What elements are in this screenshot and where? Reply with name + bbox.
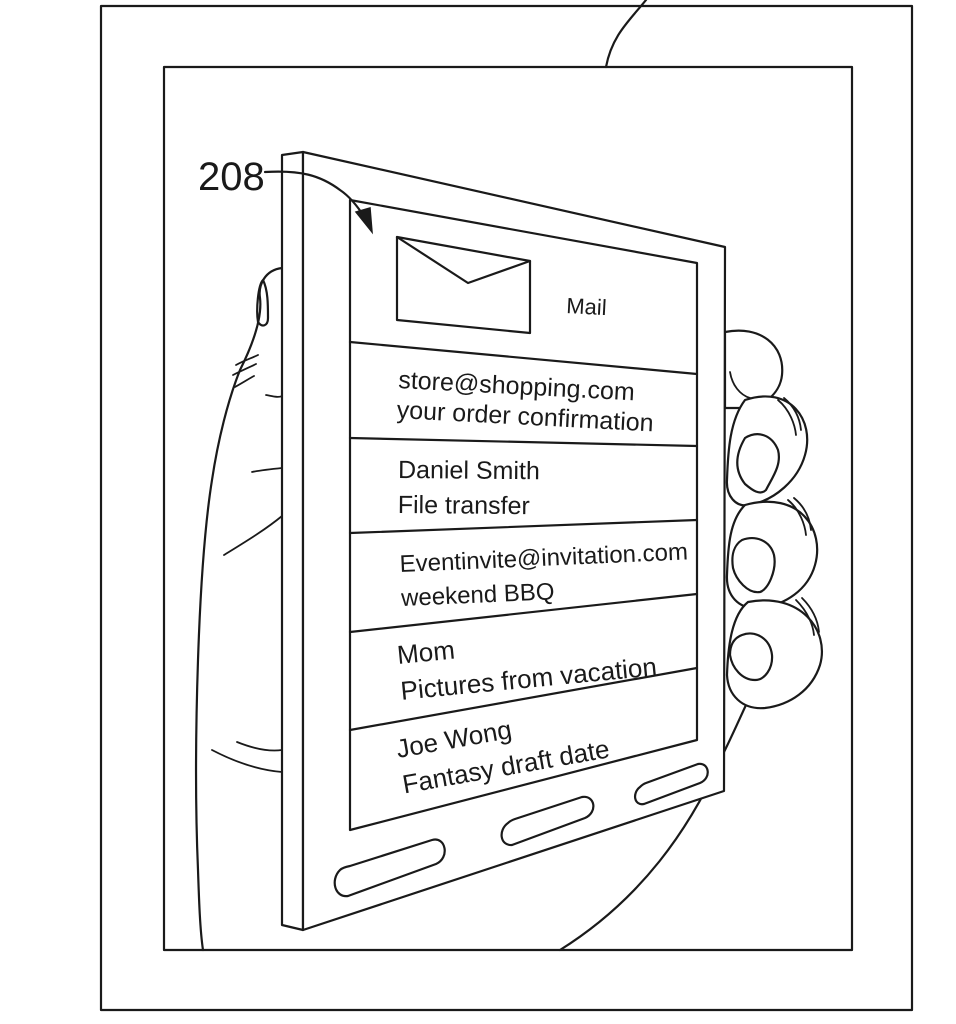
device-side-edge [280, 150, 305, 932]
ring-finger [725, 500, 819, 610]
envelope-icon[interactable] [395, 235, 532, 335]
row-divider [348, 436, 699, 448]
outer-lead-line [604, 0, 648, 69]
reference-numeral: 208 [198, 155, 265, 199]
thumb-nail [256, 278, 270, 327]
app-title: Mail [566, 293, 608, 320]
palm-outline [195, 266, 284, 952]
row-divider [348, 340, 699, 376]
little-fingernail [728, 632, 774, 682]
right-hardware-button[interactable] [634, 762, 709, 806]
message-sender: Mom [396, 635, 456, 670]
row-divider [348, 592, 699, 634]
ring-fingernail [731, 537, 776, 594]
leader-line [263, 170, 367, 220]
row-divider [348, 518, 699, 535]
mobile-device: Mail store@shopping.com your order confi… [280, 150, 727, 932]
message-sender: Daniel Smith [398, 456, 540, 485]
list-item[interactable]: Eventinvite@invitation.com weekend BBQ [398, 538, 690, 612]
message-subject: weekend BBQ [400, 578, 555, 612]
middle-fingernail [736, 433, 780, 494]
center-hardware-button[interactable] [500, 795, 595, 847]
leader-arrowhead-icon [354, 207, 373, 235]
row-divider [348, 666, 699, 732]
list-item[interactable]: Daniel Smith File transfer [398, 456, 540, 520]
inner-frame [162, 65, 854, 952]
device-screen [348, 198, 699, 832]
hand-illustration [195, 266, 823, 952]
outer-frame [99, 4, 914, 1012]
message-subject: File transfer [398, 491, 530, 520]
left-hardware-button[interactable] [333, 838, 446, 898]
